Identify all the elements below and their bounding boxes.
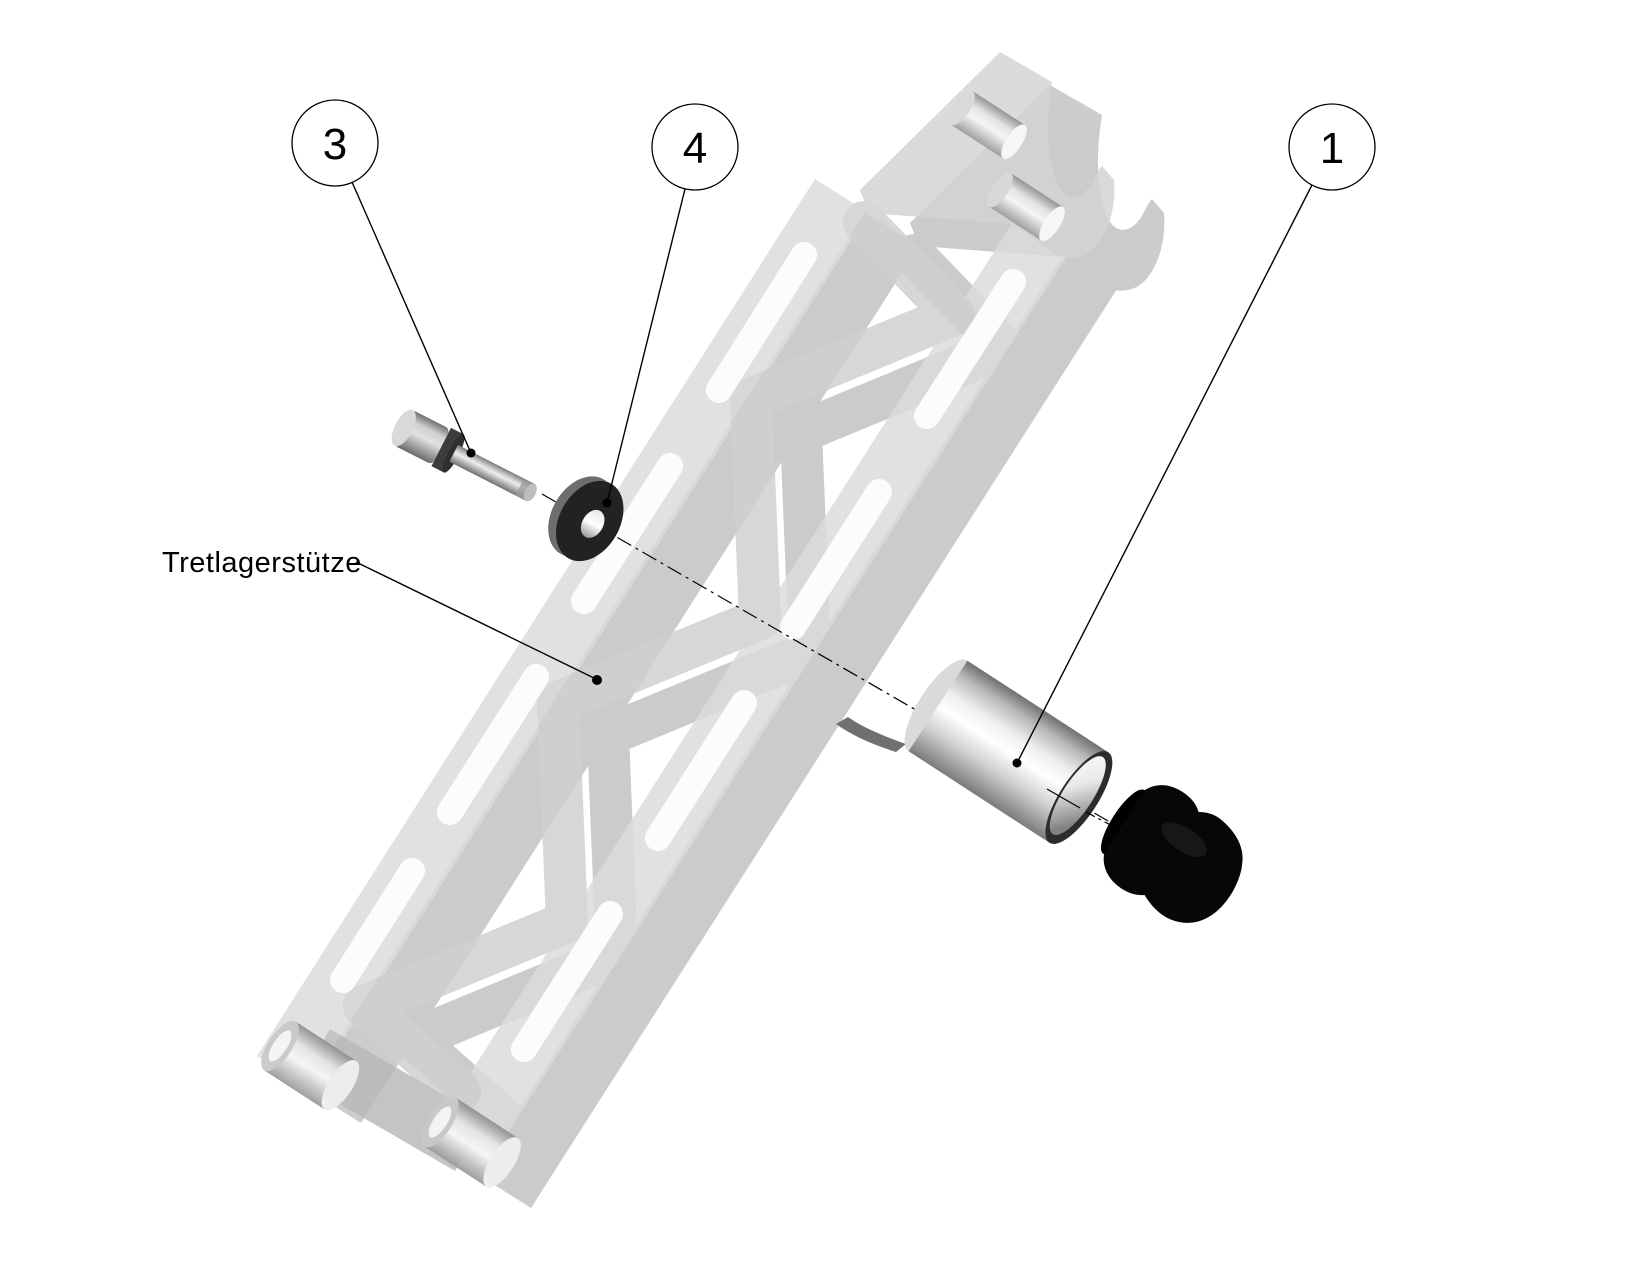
support-frame	[257, 52, 1115, 1175]
balloon-1: 1	[1288, 103, 1376, 191]
frame-cross-braces	[343, 201, 975, 1112]
leader-dots	[466, 448, 1022, 768]
balloon-4-leader-line	[606, 188, 686, 504]
frame-slots	[330, 242, 1026, 1062]
frame-label-leader-dot	[592, 675, 602, 685]
sleeve-seam-lip	[836, 717, 906, 752]
frame-bottom-boss-right	[421, 1096, 521, 1188]
balloon-4-number: 4	[683, 124, 707, 173]
frame-yoke-bore-upper	[949, 90, 1027, 160]
balloon-3-number: 3	[323, 120, 347, 169]
leader-lines	[351, 181, 1313, 764]
balloon-1-number: 1	[1320, 124, 1344, 173]
sleeve-part	[904, 659, 1113, 844]
frame-bottom-boss-left	[261, 1020, 360, 1111]
balloon-1-leader-line	[1016, 184, 1313, 764]
balloon-1-leader-dot	[1012, 758, 1022, 768]
balloon-3: 3	[291, 99, 379, 187]
balloon-4: 4	[651, 103, 739, 191]
frame-yoke-bore-lower	[987, 172, 1065, 242]
screw-part	[391, 409, 537, 502]
frame-label-leader-line	[355, 561, 597, 680]
balloon-3-leader-dot	[466, 448, 476, 458]
bumper-part	[1100, 785, 1243, 923]
balloon-3-leader-line	[351, 181, 472, 454]
balloon-4-leader-dot	[602, 498, 612, 508]
frame-label: Tretlagerstütze	[162, 547, 362, 579]
